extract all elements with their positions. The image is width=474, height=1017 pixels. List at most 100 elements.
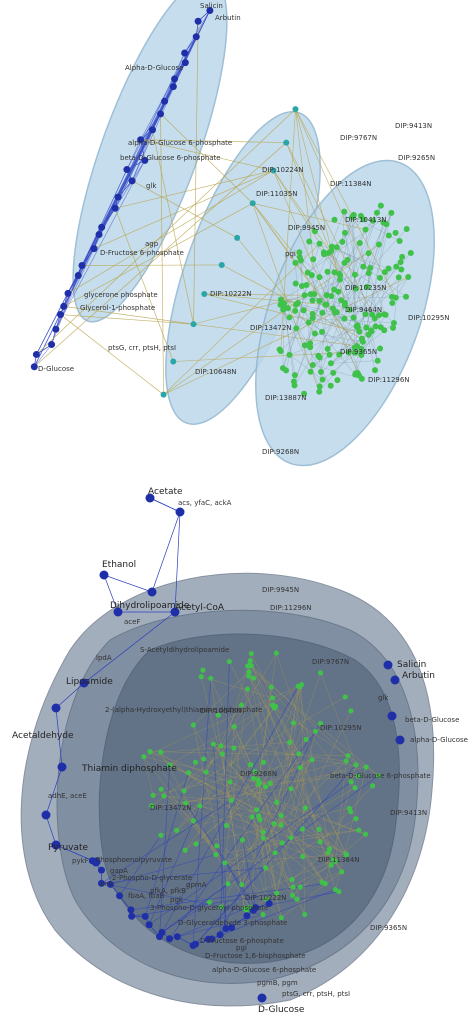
protein-node bbox=[316, 826, 322, 832]
interaction-edge bbox=[301, 684, 306, 915]
interaction-edge bbox=[299, 256, 385, 331]
transport-edge bbox=[152, 129, 194, 325]
protein-node bbox=[349, 214, 356, 221]
label-b-dip-9767n: DIP:9767N bbox=[312, 658, 349, 666]
protein-node bbox=[206, 899, 213, 905]
interaction-edge bbox=[242, 839, 257, 908]
protein-node bbox=[372, 367, 379, 374]
protein-node bbox=[288, 786, 294, 792]
protein-node bbox=[192, 759, 199, 765]
interaction-edge bbox=[338, 272, 369, 293]
interaction-edge bbox=[310, 205, 382, 372]
protein-node bbox=[296, 249, 303, 256]
interaction-edge bbox=[309, 241, 389, 269]
protein-node bbox=[311, 228, 318, 235]
interaction-edge bbox=[332, 242, 361, 309]
metabolite-node bbox=[383, 660, 393, 670]
interaction-edge bbox=[169, 723, 321, 939]
interaction-edge bbox=[216, 845, 254, 911]
interaction-edge bbox=[143, 756, 154, 796]
protein-node bbox=[249, 814, 255, 820]
protein-node bbox=[331, 216, 338, 223]
interaction-edge bbox=[193, 323, 358, 347]
interaction-edge bbox=[343, 211, 379, 361]
protein-node bbox=[278, 822, 284, 828]
protein-node bbox=[260, 759, 267, 765]
protein-node bbox=[306, 238, 313, 245]
protein-node bbox=[381, 311, 388, 318]
metabolite-node bbox=[147, 587, 157, 597]
metabolite-node bbox=[387, 711, 397, 721]
protein-node bbox=[328, 243, 335, 250]
interaction-edge bbox=[248, 671, 303, 830]
interaction-edge bbox=[276, 759, 313, 803]
protein-node bbox=[370, 783, 376, 789]
transport-edge bbox=[160, 113, 164, 395]
interaction-edge bbox=[177, 908, 245, 938]
transport-edge bbox=[114, 208, 174, 362]
metabolite-node bbox=[181, 49, 189, 57]
protein-node bbox=[302, 805, 309, 811]
metabolite-node bbox=[51, 840, 61, 850]
protein-node bbox=[326, 351, 333, 358]
metabolite-node bbox=[158, 928, 166, 936]
protein-node bbox=[341, 315, 348, 322]
interaction-edge bbox=[395, 276, 409, 298]
interaction-edge bbox=[159, 765, 171, 937]
protein-node bbox=[346, 805, 353, 811]
protein-node bbox=[337, 276, 344, 283]
interaction-edge bbox=[216, 845, 293, 880]
top-nodes bbox=[30, 6, 414, 398]
protein-node bbox=[294, 896, 300, 902]
interaction-edge bbox=[310, 256, 403, 373]
metabolite-node bbox=[169, 83, 177, 91]
metabolite-node bbox=[32, 350, 40, 358]
protein-node bbox=[336, 889, 342, 895]
protein-node bbox=[374, 357, 381, 364]
protein-node bbox=[239, 881, 245, 888]
protein-node bbox=[396, 237, 403, 244]
metabolite-node bbox=[41, 810, 51, 820]
protein-node bbox=[197, 803, 203, 809]
metabolite-node bbox=[111, 204, 119, 212]
interaction-edge bbox=[273, 170, 341, 276]
interaction-edge bbox=[163, 795, 232, 801]
protein-node bbox=[333, 244, 340, 251]
protein-node bbox=[309, 362, 316, 369]
protein-node bbox=[319, 376, 326, 383]
metabolite-node bbox=[57, 762, 67, 772]
protein-node bbox=[208, 675, 214, 681]
protein-node bbox=[201, 756, 207, 762]
interaction-edge bbox=[312, 259, 356, 348]
protein-node bbox=[307, 368, 314, 375]
protein-node bbox=[150, 792, 156, 798]
protein-node bbox=[372, 323, 379, 330]
protein-node bbox=[213, 851, 219, 858]
label-acetaldehyde: Acetaldehyde bbox=[12, 731, 74, 741]
metabolite-node bbox=[127, 906, 135, 914]
protein-node bbox=[316, 240, 323, 247]
interaction-edge bbox=[163, 244, 380, 395]
protein-node bbox=[324, 345, 331, 352]
label-lipoamide: Lipoamide bbox=[66, 677, 113, 687]
metabolite-node bbox=[191, 940, 199, 948]
interaction-edge bbox=[295, 304, 385, 331]
label-fbaa: fbaA, fbaB bbox=[128, 892, 165, 900]
interaction-edge bbox=[247, 666, 282, 826]
protein-node bbox=[377, 345, 384, 352]
chain-edge bbox=[55, 275, 79, 330]
protein-node bbox=[375, 773, 382, 779]
metabolite-node bbox=[222, 925, 230, 933]
interaction-edge bbox=[300, 260, 327, 305]
interaction-edge bbox=[335, 767, 367, 890]
interaction-edge bbox=[290, 764, 357, 790]
metabolite-node bbox=[91, 857, 101, 867]
interaction-edge bbox=[314, 333, 363, 343]
interaction-edge bbox=[343, 211, 386, 315]
protein-node bbox=[210, 741, 216, 747]
interaction-edge bbox=[280, 684, 302, 826]
metabolite-node bbox=[97, 866, 105, 874]
protein-node bbox=[254, 807, 260, 813]
protein-node bbox=[377, 202, 384, 209]
protein-node bbox=[218, 743, 224, 749]
